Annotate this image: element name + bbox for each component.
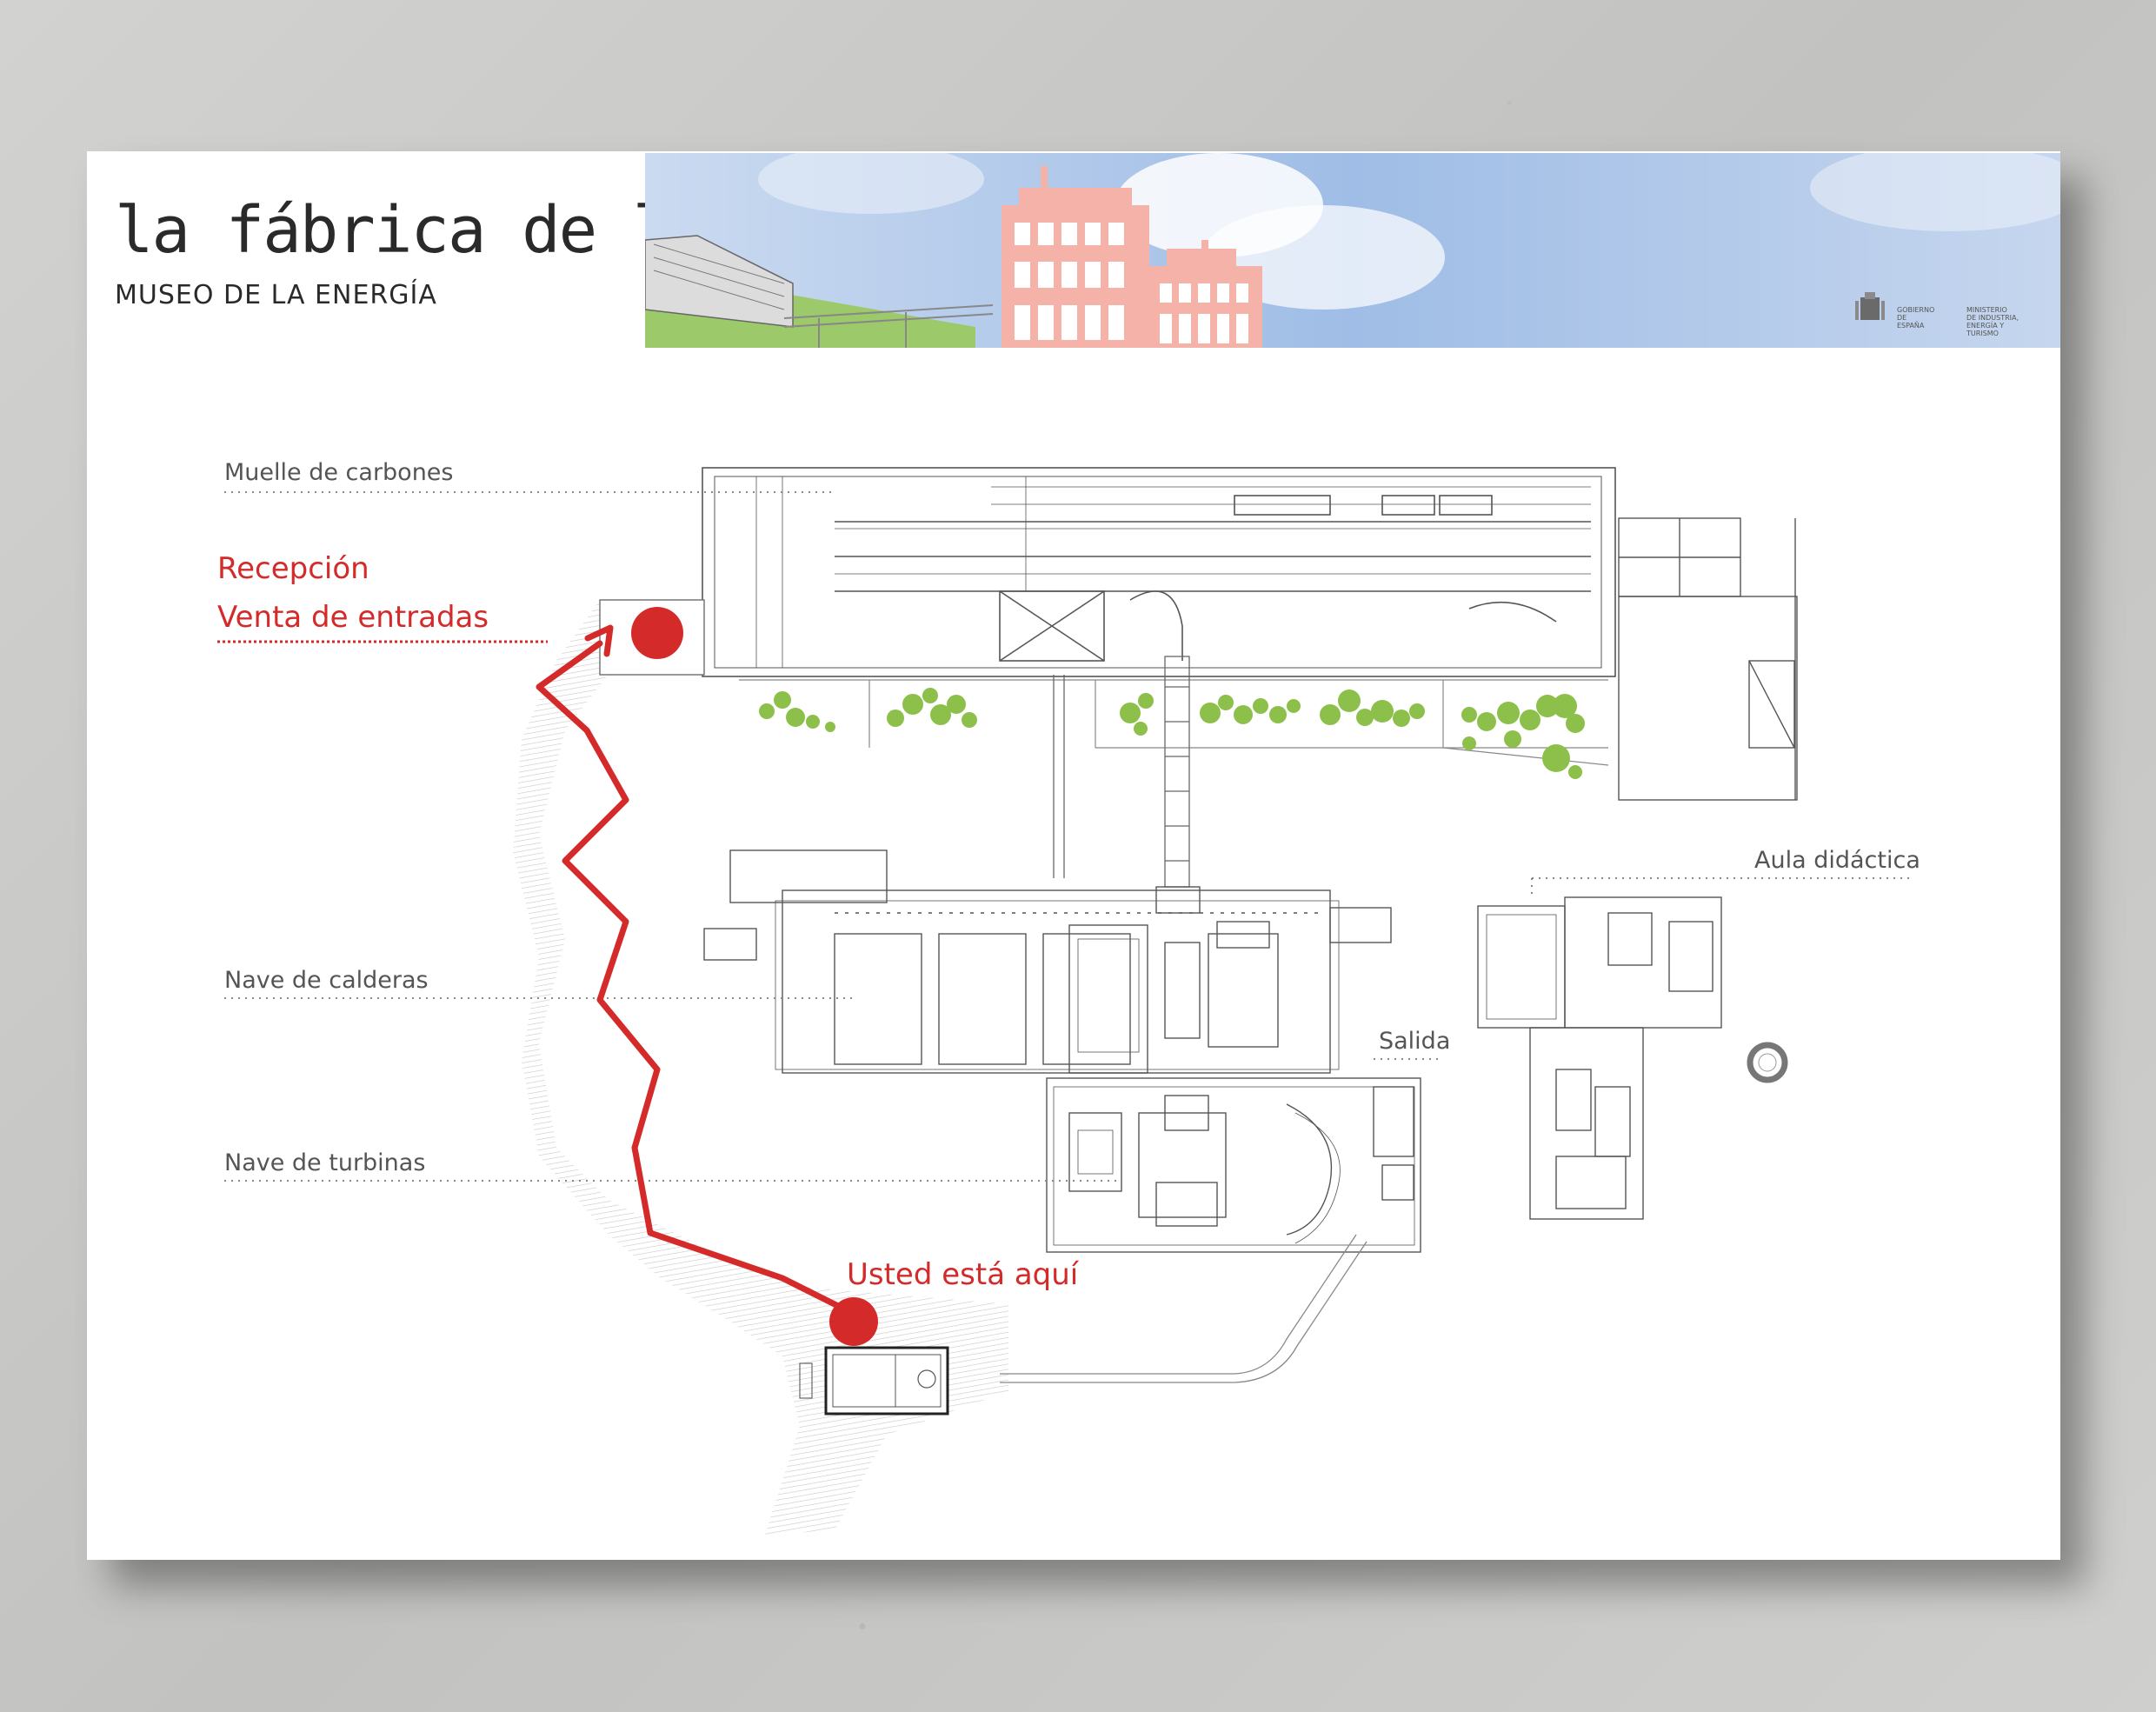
booth-building: [799, 1346, 949, 1416]
building-aula: [1477, 896, 1722, 1220]
hatched-path-area: [513, 600, 1008, 1535]
building-calderas: [703, 849, 1392, 1074]
garden-strip: [739, 679, 1609, 766]
corridors: [1053, 656, 1190, 888]
ring-icon: [1747, 1042, 1788, 1083]
museum-subtitle: MUSEO DE LA ENERGÍA: [115, 280, 437, 310]
map-board: [87, 151, 2060, 1560]
label-leaders: [224, 491, 1913, 1182]
you-are-here-marker-icon: [829, 1297, 878, 1346]
access-path: [1000, 1234, 1367, 1383]
route-line: [536, 640, 855, 1316]
label-venta: Venta de entradas: [217, 600, 489, 635]
label-calderas: Nave de calderas: [224, 967, 429, 994]
header-banner: [645, 153, 2060, 348]
label-muelle: Muelle de carbones: [224, 459, 454, 486]
museum-title: la fábrica de luz: [115, 193, 745, 268]
gov-crest-icon: [1855, 292, 1885, 320]
building-turbinas: [1046, 1077, 1421, 1253]
building-annex: [1618, 517, 1798, 801]
garden-trees: [759, 688, 1585, 779]
route-arrow-icon: [584, 624, 614, 657]
gov-name: GOBIERNO DE ESPAÑA: [1897, 306, 1935, 330]
building-muelle: [702, 467, 1616, 677]
label-usted: Usted está aquí: [847, 1257, 1079, 1292]
ministry-name: MINISTERIO DE INDUSTRIA, ENERGÍA Y TURIS…: [1966, 306, 2020, 337]
label-recepcion: Recepción: [217, 551, 369, 586]
banner-illustration: [645, 153, 2060, 348]
label-turbinas: Nave de turbinas: [224, 1149, 426, 1176]
label-aula: Aula didáctica: [1754, 847, 1920, 874]
label-salida: Salida: [1379, 1028, 1451, 1055]
entrance-marker-icon: [631, 607, 683, 659]
